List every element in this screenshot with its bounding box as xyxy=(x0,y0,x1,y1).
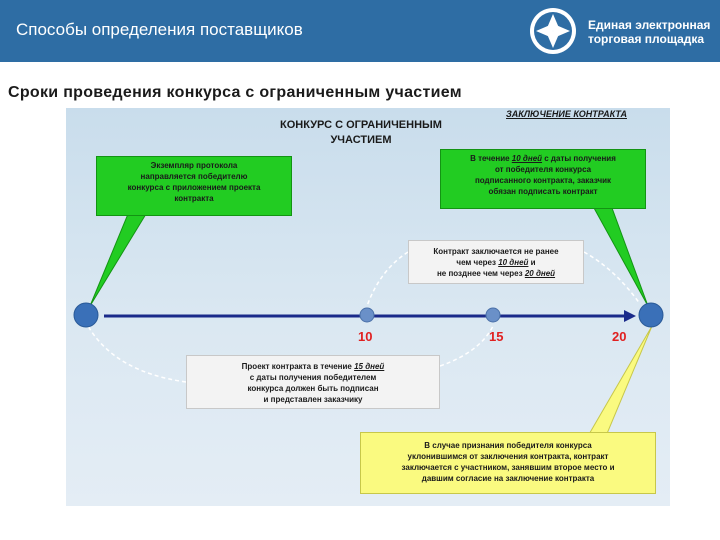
concluded-line-3: не позднее чем через 20 дней xyxy=(409,268,583,279)
draft-arc-right xyxy=(439,325,494,367)
timeline-node-10 xyxy=(359,307,375,323)
concluded-line-3-highlight: 20 дней xyxy=(524,269,556,278)
protocol-line-3: конкурса с приложением проекта xyxy=(127,183,261,192)
header-title: Способы определения поставщиков xyxy=(16,20,303,39)
draft-callout: Проект контракта в течение 15 дней с дат… xyxy=(186,355,440,409)
diagram-title-line-1: КОНКУРС С ОГРАНИЧЕННЫМ xyxy=(280,119,442,131)
concluded-arc-right xyxy=(583,251,641,305)
draft-line-1: Проект контракта в течение 15 дней xyxy=(187,361,439,372)
concluded-line-2: чем через 10 дней и xyxy=(409,257,583,268)
sign-customer-highlight: 10 дней xyxy=(511,154,543,163)
evasion-line-2: уклонившимся от заключения контракта, ко… xyxy=(407,452,609,461)
tick-label-10: 10 xyxy=(358,329,373,344)
sign-pointer xyxy=(593,207,649,307)
diagram-title-line-2: УЧАСТИЕМ xyxy=(330,134,392,146)
header-bar: Способы определения поставщиков Единая э… xyxy=(0,0,720,62)
evasion-callout: В случае признания победителя конкурса у… xyxy=(360,432,656,494)
draft-arc-left xyxy=(87,325,187,383)
tick-label-15: 15 xyxy=(489,329,504,344)
concluded-line-3-pre: не позднее чем через xyxy=(436,269,525,278)
tick-label-20: 20 xyxy=(612,329,627,344)
sign-customer-line-1: В течение 10 дней с даты получения xyxy=(441,153,645,164)
sign-customer-pre: В течение xyxy=(470,154,512,163)
draft-pre: Проект контракта в течение xyxy=(241,362,355,371)
draft-highlight: 15 дней xyxy=(354,362,385,371)
sign-customer-line-4: обязан подписать контракт xyxy=(488,187,598,196)
concluded-callout: Контракт заключается не ранее чем через … xyxy=(408,240,584,284)
protocol-pointer xyxy=(89,213,147,307)
sign-customer-post: с даты получения xyxy=(542,154,616,163)
protocol-callout: Экземпляр протокола направляется победит… xyxy=(96,156,292,216)
logo-line-1: Единая электронная xyxy=(588,18,711,32)
page-subtitle: Сроки проведения конкурса с ограниченным… xyxy=(8,84,462,101)
timeline-end-node xyxy=(638,302,664,328)
logo-icon xyxy=(530,8,576,54)
logo-line-2: торговая площадка xyxy=(588,32,705,46)
evasion-line-4: давшим согласие на заключение контракта xyxy=(421,474,595,483)
concluded-line-2-highlight: 10 дней xyxy=(498,258,529,267)
draft-line-3: конкурса должен быть подписан xyxy=(247,384,379,393)
protocol-line-4: контракта xyxy=(174,194,214,203)
timeline-arrowhead xyxy=(624,310,636,322)
evasion-line-1: В случае признания победителя конкурса xyxy=(424,441,592,450)
sign-customer-callout: В течение 10 дней с даты получения от по… xyxy=(440,149,646,209)
draft-line-4: и представлен заказчику xyxy=(263,395,363,404)
timeline-start-node xyxy=(73,302,99,328)
protocol-line-2: направляется победителю xyxy=(140,172,248,181)
logo-text: Единая электронная торговая площадка xyxy=(588,18,710,46)
timeline-node-15 xyxy=(485,307,501,323)
logo: Единая электронная торговая площадка xyxy=(528,6,718,56)
concluded-line-1: Контракт заключается не ранее xyxy=(433,247,559,256)
concluded-arc-left xyxy=(366,251,409,307)
protocol-line-1: Экземпляр протокола xyxy=(150,161,238,170)
diagram-title: КОНКУРС С ОГРАНИЧЕННЫМ УЧАСТИЕМ xyxy=(236,118,486,148)
concluded-line-2-post: и xyxy=(528,258,536,267)
draft-line-2: с даты получения победителем xyxy=(249,373,377,382)
sign-customer-line-2: от победителя конкурса xyxy=(494,165,592,174)
evasion-line-3: заключается с участником, занявшим второ… xyxy=(401,463,615,472)
concluded-line-2-pre: чем через xyxy=(456,258,499,267)
sign-customer-line-3: подписанного контракта, заказчик xyxy=(474,176,612,185)
contract-conclusion-label: ЗАКЛЮЧЕНИЕ КОНТРАКТА xyxy=(506,109,627,119)
